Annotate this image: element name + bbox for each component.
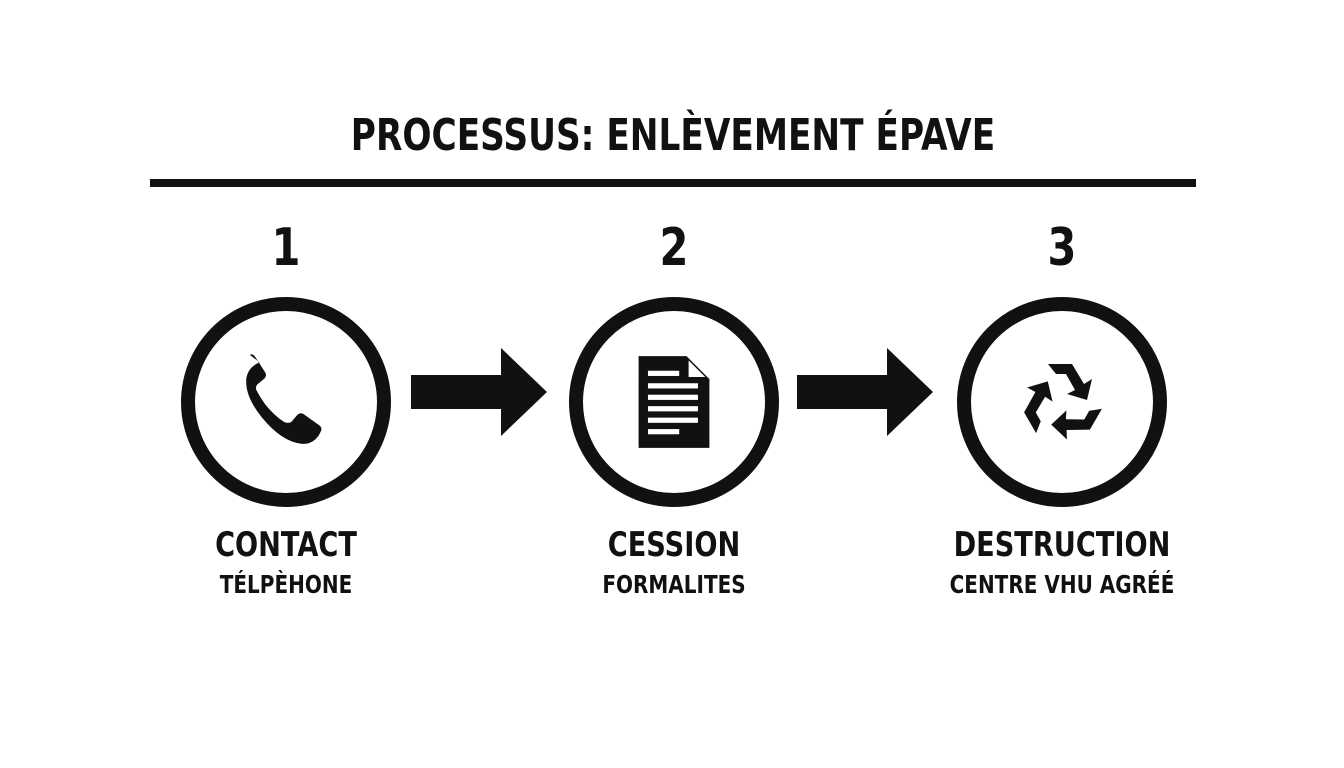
arrow-right-icon bbox=[411, 348, 547, 436]
step-3-number: 3 bbox=[1047, 218, 1077, 278]
step-1: 1 CONTACT TÉLPÈHONE bbox=[136, 205, 436, 625]
step-1-number: 1 bbox=[271, 218, 301, 278]
title-underline bbox=[150, 179, 1196, 187]
step-3-subtitle: CENTRE VHU AGRÉÉ bbox=[949, 570, 1175, 599]
arrow-right-icon bbox=[797, 348, 933, 436]
step-2-number: 2 bbox=[659, 218, 689, 278]
step-2-title: CESSION bbox=[607, 525, 741, 565]
step-3: 3 DESTRUC bbox=[912, 205, 1212, 625]
step-1-subtitle: TÉLPÈHONE bbox=[219, 570, 353, 599]
step-2-ring bbox=[569, 297, 779, 507]
step-1-title: CONTACT bbox=[215, 525, 357, 565]
recycle-icon bbox=[1007, 347, 1117, 457]
document-icon bbox=[634, 352, 714, 452]
step-2-subtitle: FORMALITES bbox=[602, 570, 746, 599]
step-1-ring bbox=[181, 297, 391, 507]
step-3-ring bbox=[957, 297, 1167, 507]
step-2: 2 CESSION FORMALITES bbox=[524, 205, 824, 625]
diagram-title: PROCESSUS: ENLÈVEMENT ÉPAVE bbox=[350, 110, 996, 161]
phone-icon bbox=[231, 347, 341, 457]
step-3-title: DESTRUCTION bbox=[953, 525, 1171, 565]
